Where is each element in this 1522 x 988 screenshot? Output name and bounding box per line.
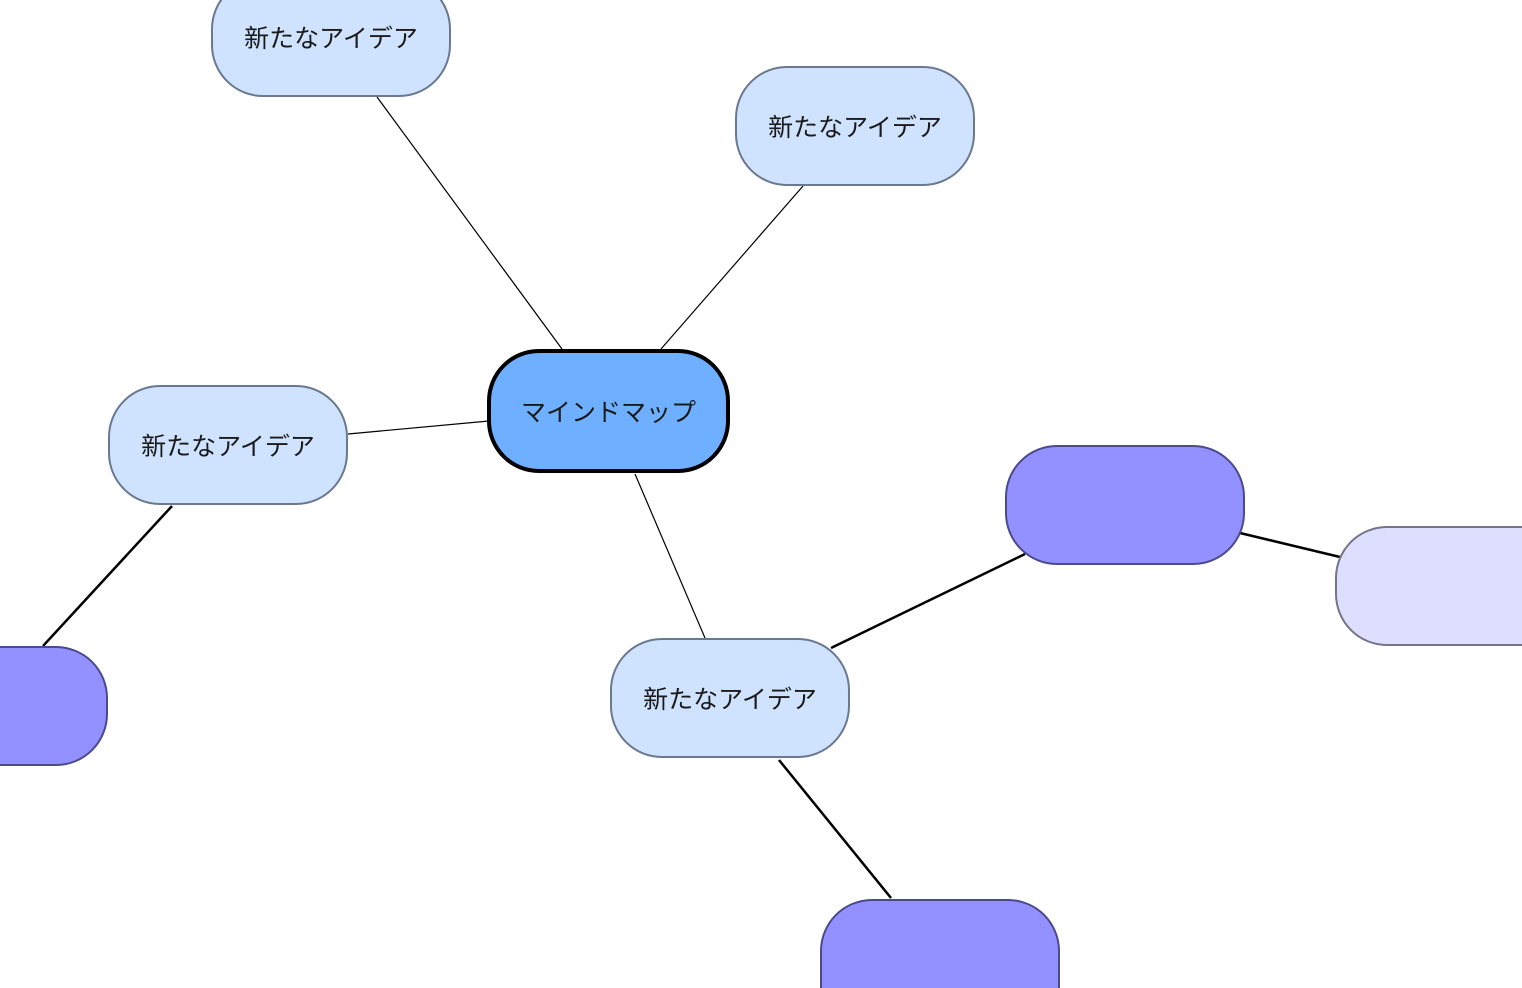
edge-idea-bottom-sub-right [830,552,1026,650]
root-node[interactable]: マインドマップ [487,349,730,473]
edge-sub-right-sub-far [1239,531,1341,559]
edge-root-idea-top-right [660,185,804,350]
edge-root-idea-bottom [634,473,706,639]
edge-root-idea-top-left [376,96,563,350]
idea-node-top-right[interactable]: 新たなアイデア [735,66,975,186]
root-label: マインドマップ [520,398,696,427]
edge-idea-left-sub-left [42,505,173,647]
edge-root-idea-left [347,420,490,435]
node-label: 新たなアイデア [141,432,315,461]
sub-node-left[interactable] [0,646,108,766]
sub-node-bottom[interactable] [820,899,1060,988]
idea-node-bottom[interactable]: 新たなアイデア [610,638,850,758]
edge-idea-bottom-sub-bottom [778,759,892,899]
idea-node-top-left[interactable]: 新たなアイデア [211,0,451,97]
node-label: 新たなアイデア [643,685,817,714]
node-label: 新たなアイデア [244,24,418,53]
sub-node-far-right[interactable] [1335,526,1522,646]
sub-node-right[interactable] [1005,445,1245,565]
node-label: 新たなアイデア [768,113,942,142]
idea-node-left[interactable]: 新たなアイデア [108,385,348,505]
